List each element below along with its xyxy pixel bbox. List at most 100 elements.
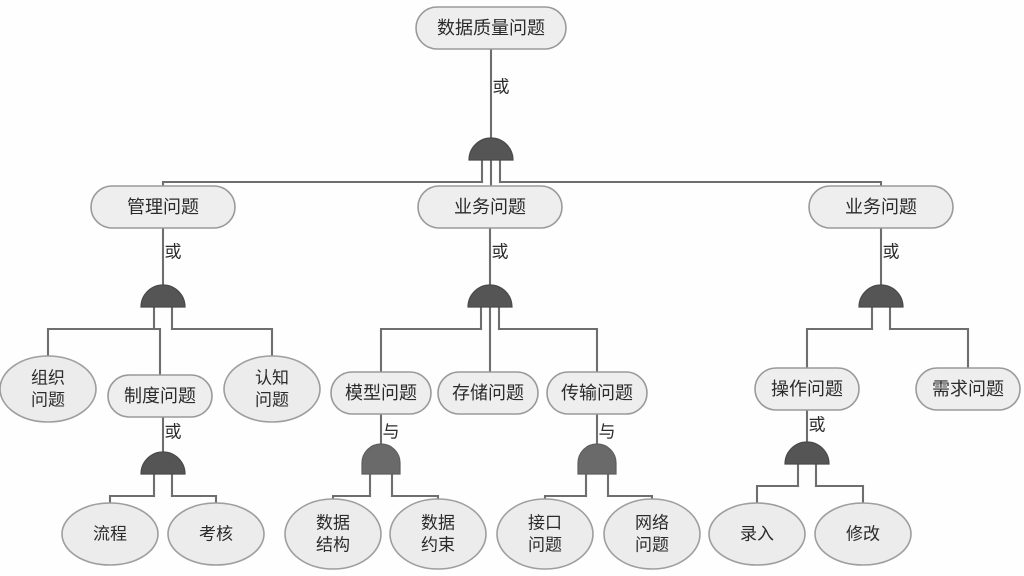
gate-and-g-model: [361, 443, 401, 475]
node-shape-ellipse: [284, 498, 382, 570]
node-biz2[interactable]: 业务问题: [808, 185, 954, 229]
gate-or-dome: [140, 451, 186, 475]
node-label-mgmt: 管理问题: [127, 197, 199, 217]
edge-child-g-operation-0: [755, 484, 800, 505]
node-label-org: 问题: [31, 391, 65, 410]
gate-or-g-biz1: [467, 284, 513, 308]
node-shape-box: [437, 371, 539, 415]
gate-or-dome: [468, 137, 514, 161]
edge-child-g-biz1-2: [497, 327, 599, 374]
edge-child-g-mgmt-1: [152, 327, 162, 377]
gate-label-g-model: 与: [383, 423, 400, 442]
node-assessment[interactable]: 考核: [167, 502, 265, 566]
node-shape-ellipse: [0, 355, 97, 423]
gate-and-g-transmit: [577, 443, 617, 475]
node-shape-box: [808, 185, 954, 229]
edge-child-g-transmit-1: [606, 494, 654, 501]
node-label-datacons: 约束: [421, 536, 455, 555]
edge-child-g-model-0: [331, 494, 372, 501]
node-shape-ellipse: [389, 498, 487, 570]
node-shape-ellipse: [61, 502, 159, 566]
node-mgmt[interactable]: 管理问题: [90, 185, 236, 229]
node-label-datastruct: 数据: [316, 514, 350, 533]
node-operation[interactable]: 操作问题: [754, 367, 860, 411]
node-shape-box: [330, 371, 432, 415]
gate-label-g-operation: 或: [809, 416, 826, 435]
edge-layer: [46, 47, 970, 505]
node-root[interactable]: 数据质量问题: [415, 6, 567, 50]
node-label-storage: 存储问题: [452, 383, 524, 403]
node-shape-box: [754, 367, 860, 411]
node-model[interactable]: 模型问题: [330, 371, 432, 415]
gate-or-dome: [784, 441, 830, 465]
node-requirement[interactable]: 需求问题: [915, 367, 1021, 411]
node-shape-box: [915, 367, 1021, 411]
node-label-entry: 录入: [740, 525, 774, 544]
gate-label-g-transmit: 与: [599, 423, 616, 442]
node-label-datastruct: 结构: [316, 536, 350, 555]
gate-label-g-biz2: 或: [883, 243, 900, 262]
node-shape-ellipse: [814, 502, 912, 566]
node-shape-ellipse: [167, 502, 265, 566]
node-shape-ellipse: [223, 355, 321, 423]
node-label-root: 数据质量问题: [437, 18, 545, 38]
node-label-biz2: 业务问题: [845, 197, 917, 217]
edge-child-g-operation-1: [814, 484, 865, 505]
node-shape-ellipse: [708, 502, 806, 566]
node-transmit[interactable]: 传输问题: [546, 371, 648, 415]
node-label-cognition: 问题: [255, 391, 289, 410]
gate-and-body: [361, 443, 401, 475]
node-process[interactable]: 流程: [61, 502, 159, 566]
node-shape-box: [90, 185, 236, 229]
gate-or-g-biz2: [858, 284, 904, 308]
gate-label-g-institution: 或: [165, 423, 182, 442]
node-biz1[interactable]: 业务问题: [417, 185, 563, 229]
node-shape-box: [415, 6, 567, 50]
gate-or-g-operation: [784, 441, 830, 465]
node-label-operation: 操作问题: [771, 379, 843, 399]
gate-or-g-mgmt: [140, 284, 186, 308]
gate-label-layer: 或或或或或与与或: [165, 78, 900, 442]
node-label-transmit: 传输问题: [561, 383, 633, 403]
node-shape-box: [107, 374, 213, 418]
node-shape-ellipse: [603, 498, 701, 570]
node-label-institution: 制度问题: [124, 386, 196, 406]
gate-or-dome: [858, 284, 904, 308]
node-label-requirement: 需求问题: [932, 379, 1004, 399]
edge-child-g-biz2-1: [888, 327, 970, 370]
gate-or-dome: [140, 284, 186, 308]
edge-child-g-mgmt-0: [46, 327, 156, 358]
node-label-network: 网络: [635, 514, 669, 533]
edge-child-g-biz2-0: [805, 327, 874, 370]
node-label-interface: 接口: [528, 514, 562, 533]
gate-or-g-institution: [140, 451, 186, 475]
node-label-assessment: 考核: [199, 525, 233, 544]
node-shape-ellipse: [496, 498, 594, 570]
node-label-datacons: 数据: [421, 514, 455, 533]
node-label-interface: 问题: [528, 536, 562, 555]
node-label-cognition: 认知: [255, 369, 289, 388]
node-label-model: 模型问题: [345, 383, 417, 403]
gate-label-g-biz1: 或: [492, 243, 509, 262]
node-label-org: 组织: [31, 369, 65, 388]
node-modify[interactable]: 修改: [814, 502, 912, 566]
node-entry[interactable]: 录入: [708, 502, 806, 566]
node-shape-box: [417, 185, 563, 229]
edge-child-g-transmit-0: [543, 494, 588, 501]
gate-or-g-root: [468, 137, 514, 161]
edge-child-g-root-2: [498, 180, 883, 188]
edge-child-g-root-0: [161, 180, 484, 188]
edge-child-g-institution-1: [170, 494, 218, 505]
node-label-modify: 修改: [846, 525, 880, 544]
node-institution[interactable]: 制度问题: [107, 374, 213, 418]
gate-label-g-root: 或: [493, 78, 510, 97]
gate-label-g-mgmt: 或: [165, 243, 182, 262]
node-storage[interactable]: 存储问题: [437, 371, 539, 415]
